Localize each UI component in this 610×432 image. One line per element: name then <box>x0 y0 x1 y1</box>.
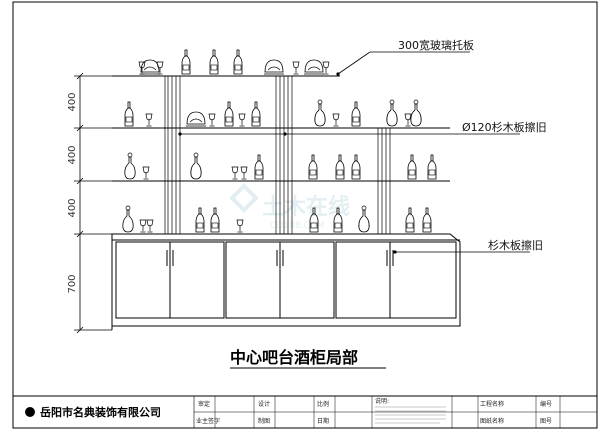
watermark: 土木在线 CO188.COM <box>229 183 350 231</box>
cell-design: 设计 <box>258 400 270 408</box>
callout-counter: 杉木板擦旧 <box>488 238 543 252</box>
cell-owner-sign: 业主签字 <box>196 417 220 425</box>
company-name: 岳阳市名典装饰有限公司 <box>40 405 161 419</box>
dimension-label-1: 400 <box>67 92 78 111</box>
notes-label: 说明: <box>375 397 389 405</box>
third-shelf-items <box>124 152 437 180</box>
cell-draft: 制图 <box>258 417 270 425</box>
watermark-sub: CO188.COM <box>270 221 325 231</box>
shelves <box>112 75 450 182</box>
watermark-text: 土木在线 <box>262 194 350 220</box>
cell-approve: 审定 <box>198 400 210 408</box>
callout-glass-shelf: 300宽玻璃托板 <box>398 38 474 52</box>
dimension-line <box>74 72 112 334</box>
cabinet-handles <box>166 250 394 266</box>
notes-lines <box>375 406 446 424</box>
counter-cabinet <box>111 233 461 330</box>
cell-drawing-number: 图号 <box>540 418 552 425</box>
company-logo-icon <box>25 407 35 417</box>
dimension-label-3: 400 <box>67 198 78 217</box>
wood-columns <box>164 76 391 234</box>
dimension-label-2: 400 <box>67 145 78 164</box>
cell-project-name: 工程名称 <box>480 400 504 408</box>
watermark-logo-icon <box>229 183 259 213</box>
callout-column: Ø120杉木板擦旧 <box>462 120 547 134</box>
dimension-label-4: 700 <box>67 274 78 293</box>
drawing-title: 中心吧台酒柜局部 <box>230 348 358 367</box>
cell-drawing-name: 图纸名称 <box>480 417 504 425</box>
cell-scale: 比例 <box>317 400 329 408</box>
callout-leaders <box>178 51 530 254</box>
second-shelf-items <box>124 99 422 127</box>
title-block <box>12 395 598 429</box>
cell-number: 编号 <box>540 400 552 408</box>
top-shelf-items <box>138 49 330 75</box>
cell-date: 日期 <box>317 417 329 425</box>
